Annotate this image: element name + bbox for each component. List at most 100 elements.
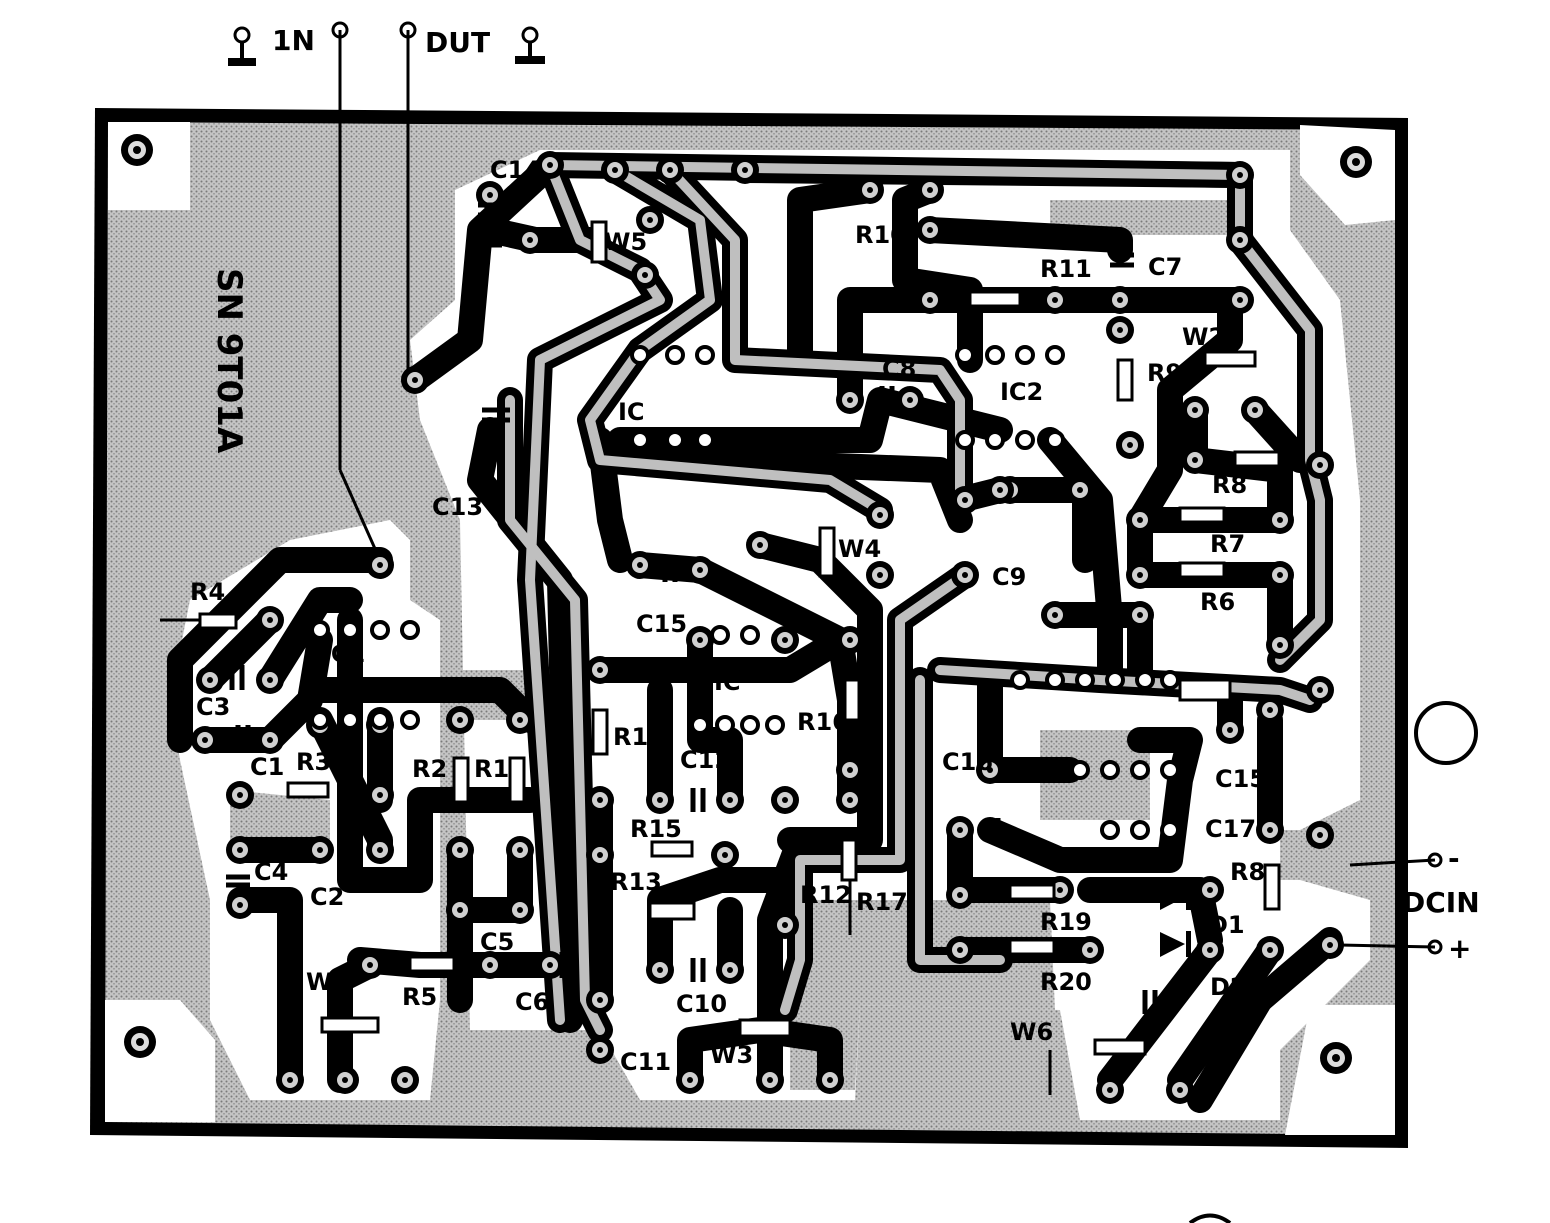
solder-pad-hole <box>642 272 648 278</box>
solder-pad-hole <box>782 922 788 928</box>
solder-pad-hole <box>1177 1087 1183 1093</box>
label-ic-mid: IC <box>714 668 741 696</box>
ic-pin-pad-icon <box>740 625 760 645</box>
solder-pad-hole <box>377 847 383 853</box>
label-c16: C16 <box>942 748 993 776</box>
label-ic2: IC2 <box>1000 378 1043 406</box>
ic-pin-pad-icon <box>695 345 715 365</box>
ic-pin-pad-icon <box>1015 345 1035 365</box>
solder-pad-hole <box>757 542 763 548</box>
ic-pin-pad-icon <box>1015 430 1035 450</box>
top-terminals: 1N DUT <box>228 21 545 66</box>
solder-pad-hole <box>1237 297 1243 303</box>
label-r16: R16 <box>797 708 849 736</box>
dc-input: - DCIN + <box>1402 842 1480 965</box>
solder-pad-hole <box>597 1047 603 1053</box>
label-c6: C6 <box>515 988 549 1016</box>
solder-pad-hole <box>1277 642 1283 648</box>
ic-pin-pad-icon <box>710 625 730 645</box>
diode-symbols <box>1160 884 1191 957</box>
solder-pad-hole <box>1127 442 1133 448</box>
solder-pad-hole <box>1052 297 1058 303</box>
ic-pin-pad-icon <box>1160 760 1180 780</box>
label-c13: C13 <box>432 493 483 521</box>
ic-pin-pad-icon <box>1010 670 1030 690</box>
output-terminal-label: DUT <box>425 26 490 59</box>
solder-pad-hole <box>267 617 273 623</box>
mounting-hole-icon <box>124 1026 156 1058</box>
label-r11: R11 <box>1040 255 1092 283</box>
ic-pin-pad-icon <box>740 715 760 735</box>
solder-pad-hole <box>367 962 373 968</box>
ic-pin-pad-icon <box>695 430 715 450</box>
solder-pad-hole <box>267 737 273 743</box>
solder-pad-hole <box>612 167 618 173</box>
solder-pad-hole <box>517 717 523 723</box>
label-w5: W5 <box>604 228 647 256</box>
label-c15-a: C15 <box>636 610 687 638</box>
solder-pad-hole <box>202 737 208 743</box>
component-bodies <box>198 220 1281 1056</box>
solder-pad-hole <box>1137 517 1143 523</box>
solder-pad-hole <box>1317 462 1323 468</box>
solder-pad-hole <box>867 187 873 193</box>
ic-pin-pad-icon <box>955 430 975 450</box>
solder-pad-hole <box>727 967 733 973</box>
solder-pad-hole <box>597 667 603 673</box>
solder-pad-hole <box>402 1077 408 1083</box>
solder-pad-hole <box>962 572 968 578</box>
ic-pin-pad-icon <box>1045 670 1065 690</box>
label-c3: C3 <box>196 693 230 721</box>
ic-pin-pad-icon <box>1045 430 1065 450</box>
solder-pad-hole <box>847 397 853 403</box>
ic-pin-pad-icon <box>1105 670 1125 690</box>
stray-mark <box>1188 1213 1232 1223</box>
solder-pad-hole <box>877 572 883 578</box>
label-c17: C17 <box>1205 815 1256 843</box>
dc-plus-label: + <box>1448 932 1471 965</box>
label-r7: R7 <box>1210 530 1245 558</box>
label-c10: C10 <box>676 990 727 1018</box>
solder-pad-hole <box>377 792 383 798</box>
solder-pad-hole <box>317 847 323 853</box>
solder-pad-hole <box>962 497 968 503</box>
label-c4: C4 <box>254 858 288 886</box>
solder-pad-hole <box>827 1077 833 1083</box>
solder-pad-hole <box>1277 517 1283 523</box>
solder-pad-hole <box>907 397 913 403</box>
solder-pad-hole <box>237 792 243 798</box>
solder-pad-hole <box>1237 237 1243 243</box>
solder-pad-hole <box>927 187 933 193</box>
ic-pin-pad-icon <box>1100 820 1120 840</box>
solder-pad-hole <box>742 167 748 173</box>
ic-pin-pad-icon <box>400 710 420 730</box>
label-w3: W3 <box>710 1041 753 1069</box>
solder-pad-hole <box>412 377 418 383</box>
ic-pin-pad-icon <box>630 430 650 450</box>
mounting-hole-icon <box>1340 146 1372 178</box>
ic-pin-pad-icon <box>665 430 685 450</box>
ic-pin-pad-icon <box>715 715 735 735</box>
solder-pad-hole <box>547 962 553 968</box>
label-w6: W6 <box>1010 1018 1053 1046</box>
solder-pad-hole <box>1227 727 1233 733</box>
mounting-holes <box>121 134 1478 1074</box>
ic-pin-pad-icon <box>310 710 330 730</box>
label-c11: C11 <box>620 1048 671 1076</box>
ic-pin-pad-icon <box>370 620 390 640</box>
label-r3: R3 <box>296 748 331 776</box>
label-w1: W1 <box>306 968 349 996</box>
label-d2: D2 <box>1210 973 1247 1001</box>
ic-pin-pad-icon <box>310 620 330 640</box>
solder-pad-hole <box>1192 407 1198 413</box>
label-c14: C14 <box>490 156 541 184</box>
board-model-label: SN 9T01A <box>209 268 249 454</box>
solder-pad-hole <box>782 637 788 643</box>
solder-pad-hole <box>847 637 853 643</box>
solder-pad-hole <box>267 677 273 683</box>
solder-pad-hole <box>487 962 493 968</box>
label-c1: C1 <box>250 753 284 781</box>
ic-pin-pad-icon <box>985 345 1005 365</box>
solder-pad-hole <box>847 797 853 803</box>
